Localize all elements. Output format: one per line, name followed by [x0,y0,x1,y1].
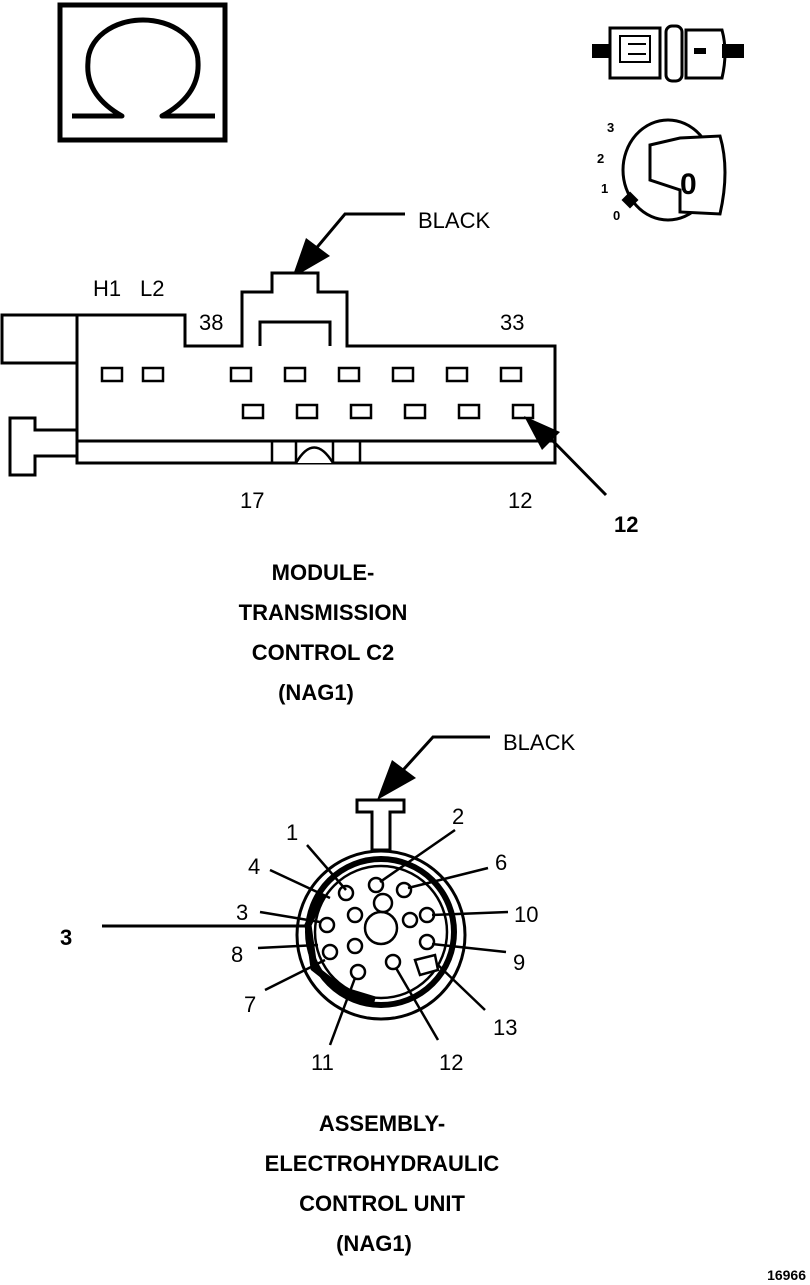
c2-title-line-4: (NAG1) [278,680,354,705]
c2-title-line-2: TRANSMISSION [239,600,408,625]
ignition-position-3: 3 [607,120,614,135]
ehcu-title-line-3: CONTROL UNIT [299,1191,465,1216]
c2-pin-label-33: 33 [500,310,524,335]
c2-cavity-row-bottom [241,403,535,420]
ehcu-pin-label-1: 1 [286,820,298,845]
c2-cavity-callout: 12 [614,512,638,537]
ehcu-pin-label-12: 12 [439,1050,463,1075]
c2-pin-label-12: 12 [508,488,532,513]
ehcu-pin-label-7: 7 [244,992,256,1017]
ehcu-pin-label-6: 6 [495,850,507,875]
ehcu-wire-color-label: BLACK [503,730,575,755]
c2-pin-label-38: 38 [199,310,223,335]
ohm-meter-icon [57,2,228,143]
ehcu-title-line-2: ELECTROHYDRAULIC [265,1151,500,1176]
c2-connector-drawing: BLACK [0,208,638,537]
ehcu-pin-label-13: 13 [493,1015,517,1040]
c2-pin-label-17: 17 [240,488,264,513]
c2-title-line-3: CONTROL C2 [252,640,395,665]
ehcu-pin-label-4: 4 [248,854,260,879]
figure-number: 16966 [767,1267,806,1283]
c2-wire-color-label: BLACK [418,208,490,233]
c2-pin-label-h1: H1 [93,276,121,301]
ehcu-pin-terminals [318,876,440,981]
ehcu-pin-label-9: 9 [513,950,525,975]
ignition-position-2: 2 [597,151,604,166]
ehcu-title-line-1: ASSEMBLY- [319,1111,445,1136]
ehcu-pin-label-3: 3 [236,900,248,925]
ignition-key-label: 0 [680,168,697,201]
c2-title: MODULE- TRANSMISSION CONTROL C2 (NAG1) [239,560,408,705]
ignition-position-1: 1 [601,181,608,196]
ignition-switch-icon: 3 2 1 0 0 [597,118,727,223]
ehcu-pin-label-8: 8 [231,942,243,967]
disconnected-connector-icon [592,24,744,83]
c2-title-line-1: MODULE- [272,560,375,585]
ehcu-pin-label-11: 11 [311,1050,334,1075]
ehcu-title-line-4: (NAG1) [336,1231,412,1256]
c2-pin-label-l2: L2 [140,276,164,301]
ehcu-connector-drawing: BLACK [60,730,575,1075]
ehcu-pin-callout: 3 [60,925,72,950]
ehcu-pin-label-10: 10 [514,902,538,927]
ehcu-title: ASSEMBLY- ELECTROHYDRAULIC CONTROL UNIT … [265,1111,500,1256]
ehcu-pin-label-2: 2 [452,804,464,829]
ignition-position-0: 0 [613,208,620,223]
c2-cavity-row-top [100,366,523,383]
